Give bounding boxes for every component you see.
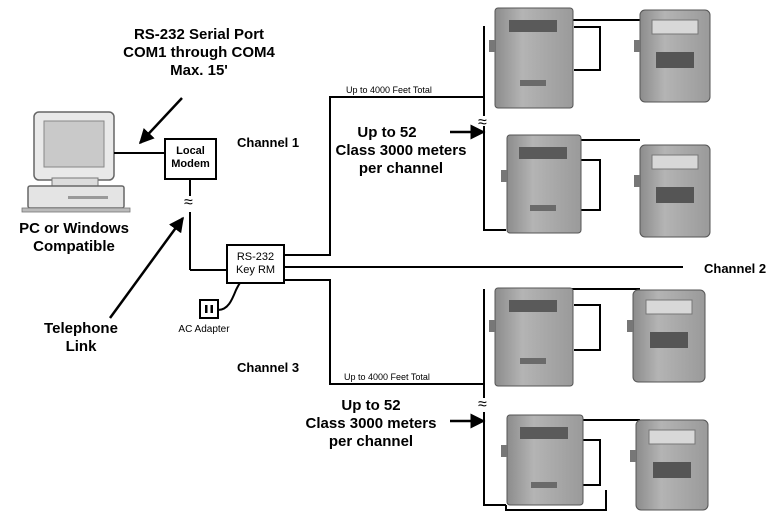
- keyrm-label: RS-232 Key RM: [227, 251, 284, 277]
- meter-icon: [630, 419, 709, 511]
- serial-port-line1: RS-232 Serial Port: [133, 26, 265, 43]
- modem-line2: Modem: [171, 158, 210, 170]
- meter-icon: [627, 289, 706, 383]
- keyrm-line1: RS-232: [236, 251, 275, 263]
- cable-length-bottom-label: Up to 4000 Feet Total: [344, 372, 430, 382]
- serial-port-line2: COM1 through COM4: [123, 44, 275, 61]
- local-modem-box: [164, 138, 217, 180]
- upper-meters-line3: per channel: [358, 160, 444, 177]
- ac-adapter-icon: [199, 282, 241, 319]
- telephone-line1: Telephone: [44, 320, 118, 337]
- pc-label: PC or Windows Compatible: [6, 220, 142, 256]
- ac-adapter-label: AC Adapter: [178, 324, 230, 335]
- upper-meters-line1: Up to 52: [357, 124, 417, 141]
- lower-meters-line2: Class 3000 meters: [305, 415, 437, 432]
- keyrm-box: [226, 244, 285, 284]
- pc-line2: Compatible: [33, 238, 115, 255]
- meter-icon: [501, 134, 582, 234]
- keyrm-line2: Key RM: [235, 264, 276, 276]
- telephone-line2: Link: [65, 338, 97, 355]
- telephone-label: Telephone Link: [36, 320, 126, 356]
- meter-icon: [634, 9, 711, 103]
- lower-meters-label: Up to 52 Class 3000 meters per channel: [296, 397, 446, 451]
- upper-meters-line2: Class 3000 meters: [335, 142, 467, 159]
- channel-1-label: Channel 1: [237, 135, 300, 150]
- pc-line1: PC or Windows: [19, 220, 129, 237]
- upper-chain-break-symbol: ≈: [478, 114, 487, 131]
- lower-meters-line3: per channel: [328, 433, 414, 450]
- serial-port-line3: Max. 15': [170, 62, 228, 79]
- meter-icon: [634, 144, 711, 238]
- serial-port-arrow: [138, 97, 183, 145]
- channel-2-label: Channel 2: [704, 261, 767, 276]
- upper-meters-label: Up to 52 Class 3000 meters per channel: [326, 124, 476, 178]
- telephone-break-symbol: ≈: [184, 194, 193, 211]
- serial-port-label: RS-232 Serial Port COM1 through COM4 Max…: [114, 26, 284, 80]
- pc-computer-icon: [21, 111, 131, 213]
- cable-length-top-label: Up to 4000 Feet Total: [346, 85, 432, 95]
- meter-icon: [489, 287, 574, 387]
- telephone-link-arrow: [108, 216, 185, 319]
- meter-icon: [489, 7, 574, 109]
- meter-icon: [501, 414, 584, 506]
- lower-chain-break-symbol: ≈: [478, 396, 487, 413]
- channel-3-label: Channel 3: [237, 360, 300, 375]
- modem-label: Local Modem: [165, 145, 216, 171]
- lower-meters-line1: Up to 52: [341, 397, 401, 414]
- modem-line1: Local: [176, 145, 205, 157]
